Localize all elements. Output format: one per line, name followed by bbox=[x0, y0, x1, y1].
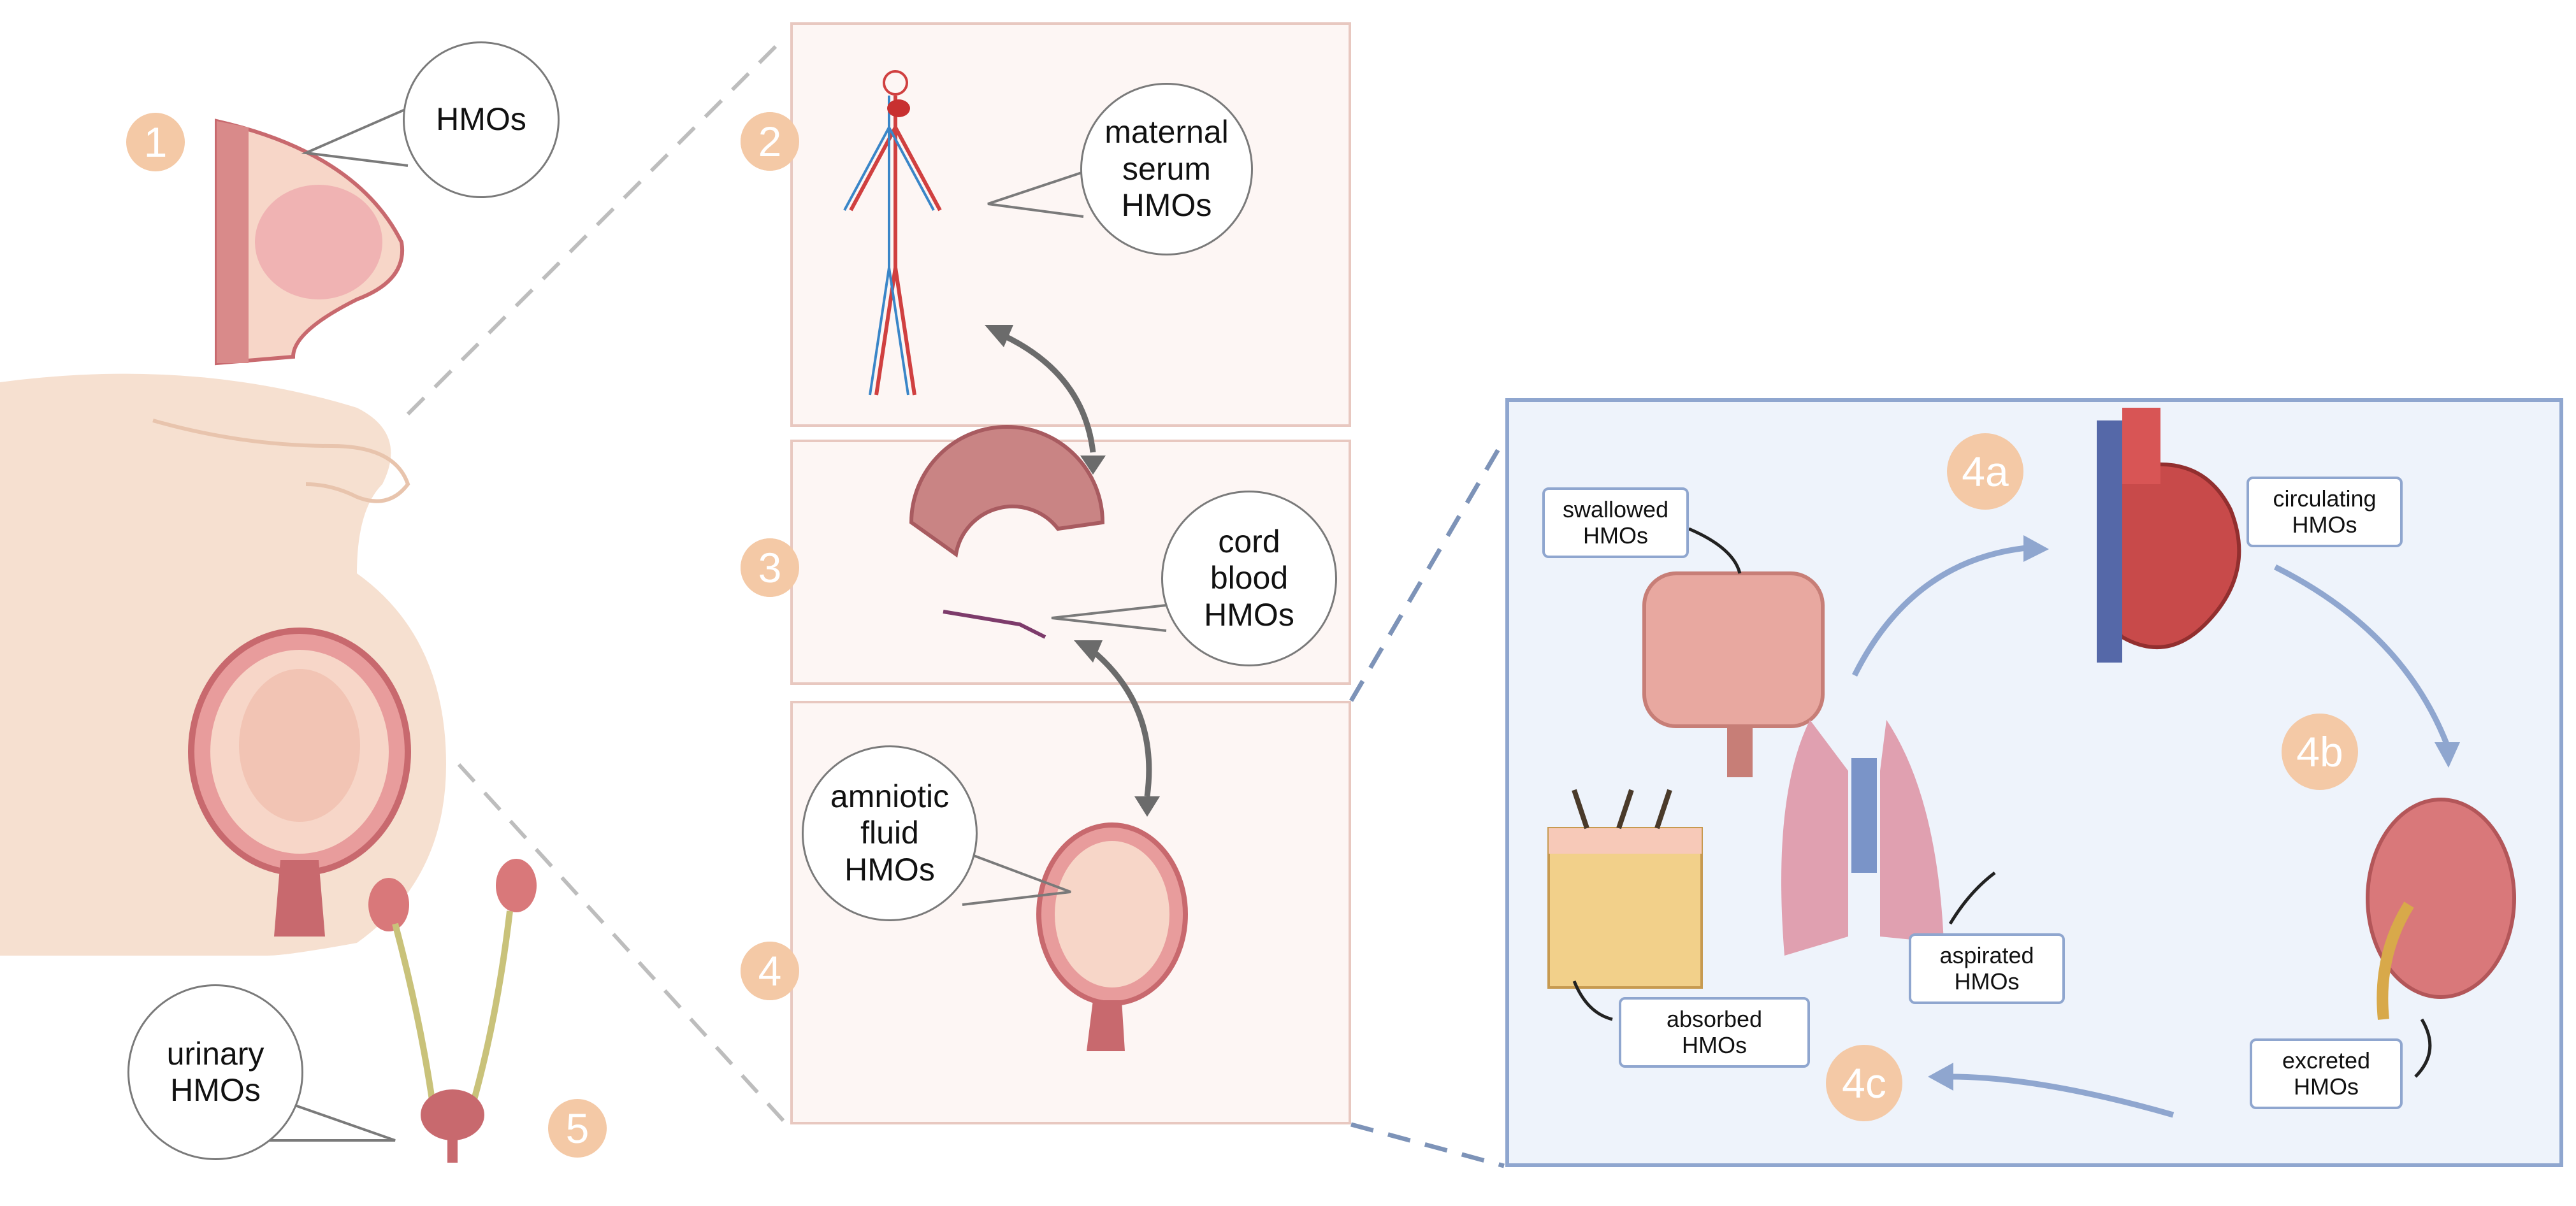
label-absorbed-text: absorbed HMOs bbox=[1666, 1006, 1763, 1059]
maternal-urinary-illustration bbox=[368, 859, 537, 1163]
label-circulating-text: circulating HMOs bbox=[2273, 485, 2377, 538]
label-aspirated-text: aspirated HMOs bbox=[1939, 942, 2034, 995]
step-2-circle-overlay: 2 bbox=[741, 112, 799, 171]
bubble-cord-blood-hmos: cord blood HMOs bbox=[1161, 491, 1337, 666]
label-absorbed-hmos: absorbed HMOs bbox=[1619, 997, 1810, 1068]
bubble-urinary-text: urinary HMOs bbox=[166, 1035, 264, 1109]
step-4-circle-overlay: 4 bbox=[741, 942, 799, 1000]
bubble-maternal-serum-hmos: maternal serum HMOs bbox=[1080, 83, 1253, 255]
label-excreted-hmos: excreted HMOs bbox=[2250, 1038, 2403, 1109]
step-4c-circle-overlay: 4c bbox=[1826, 1045, 1902, 1121]
bubble-serum-text: maternal serum HMOs bbox=[1104, 114, 1229, 224]
step-5-circle: 5 bbox=[548, 1099, 607, 1158]
step-4b-circle-overlay: 4b bbox=[2282, 714, 2358, 790]
bubble-urinary-hmos: urinary HMOs bbox=[127, 984, 303, 1160]
label-excreted-text: excreted HMOs bbox=[2282, 1047, 2371, 1100]
fetal-zoom-connector-lines bbox=[1349, 438, 1507, 1168]
bubble-cord-text: cord blood HMOs bbox=[1204, 523, 1294, 633]
step-4a-circle-overlay: 4a bbox=[1947, 433, 2023, 510]
label-circulating-hmos: circulating HMOs bbox=[2247, 477, 2403, 547]
panel-maternal-serum bbox=[790, 22, 1351, 427]
bubble-amniotic-fluid-hmos: amniotic fluid HMOs bbox=[802, 745, 978, 921]
bubble-amniotic-text: amniotic fluid HMOs bbox=[830, 778, 950, 887]
step-3-circle-overlay: 3 bbox=[741, 538, 799, 597]
breast-illustration bbox=[215, 118, 405, 366]
mother-body-illustration bbox=[0, 373, 446, 956]
label-swallowed-text: swallowed HMOs bbox=[1562, 496, 1669, 549]
bubble-breast-text: HMOs bbox=[436, 101, 526, 138]
step-1-circle: 1 bbox=[126, 113, 185, 171]
zoom-connector-lines bbox=[406, 36, 786, 1123]
bubble-breast-hmos: HMOs bbox=[403, 41, 560, 198]
label-swallowed-hmos: swallowed HMOs bbox=[1542, 487, 1689, 558]
label-aspirated-hmos: aspirated HMOs bbox=[1909, 933, 2065, 1004]
